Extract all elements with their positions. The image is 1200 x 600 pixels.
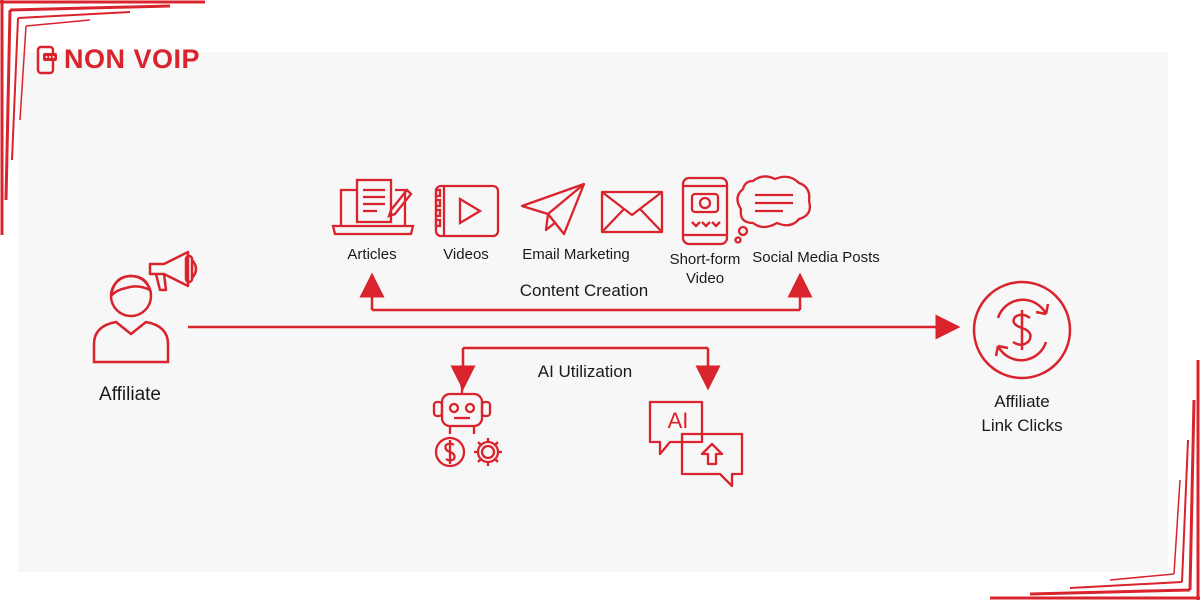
video-player-icon	[434, 184, 500, 238]
bottom-right-corner-decoration	[990, 360, 1200, 600]
megaphone-icon	[148, 250, 198, 292]
content-item-label-social-media-posts: Social Media Posts	[752, 249, 880, 266]
phone-chat-logo-icon	[36, 45, 57, 74]
target-label-line2: Link Clicks	[981, 416, 1063, 435]
affiliate-label: Affiliate	[99, 384, 161, 405]
content-item-label-email-marketing: Email Marketing	[522, 246, 630, 263]
paper-plane-icon	[520, 182, 586, 236]
ai-badge-text: AI	[667, 408, 689, 433]
top-left-corner-decoration	[0, 0, 205, 235]
robot-dollar-gear-icon	[432, 384, 502, 468]
content-item-label-short-form-line2: Video	[685, 270, 725, 287]
smartphone-icon	[681, 176, 729, 246]
ai-utilization-label: AI Utilization	[537, 362, 633, 381]
content-item-label-short-form-line1: Short-form	[669, 251, 741, 268]
brand-logo: NON VOIP	[36, 44, 200, 75]
ai-chat-icon	[648, 400, 744, 488]
dollar-cycle-icon	[972, 280, 1072, 380]
content-item-label-videos: Videos	[443, 246, 489, 263]
person-icon	[92, 274, 170, 364]
laptop-document-icon	[331, 178, 415, 236]
content-creation-label: Content Creation	[519, 281, 649, 300]
brand-name: NON VOIP	[64, 44, 201, 74]
envelope-icon	[600, 190, 664, 234]
speech-bubble-icon	[734, 175, 812, 244]
content-item-label-articles: Articles	[347, 246, 397, 263]
target-label-line1: Affiliate	[994, 392, 1050, 411]
